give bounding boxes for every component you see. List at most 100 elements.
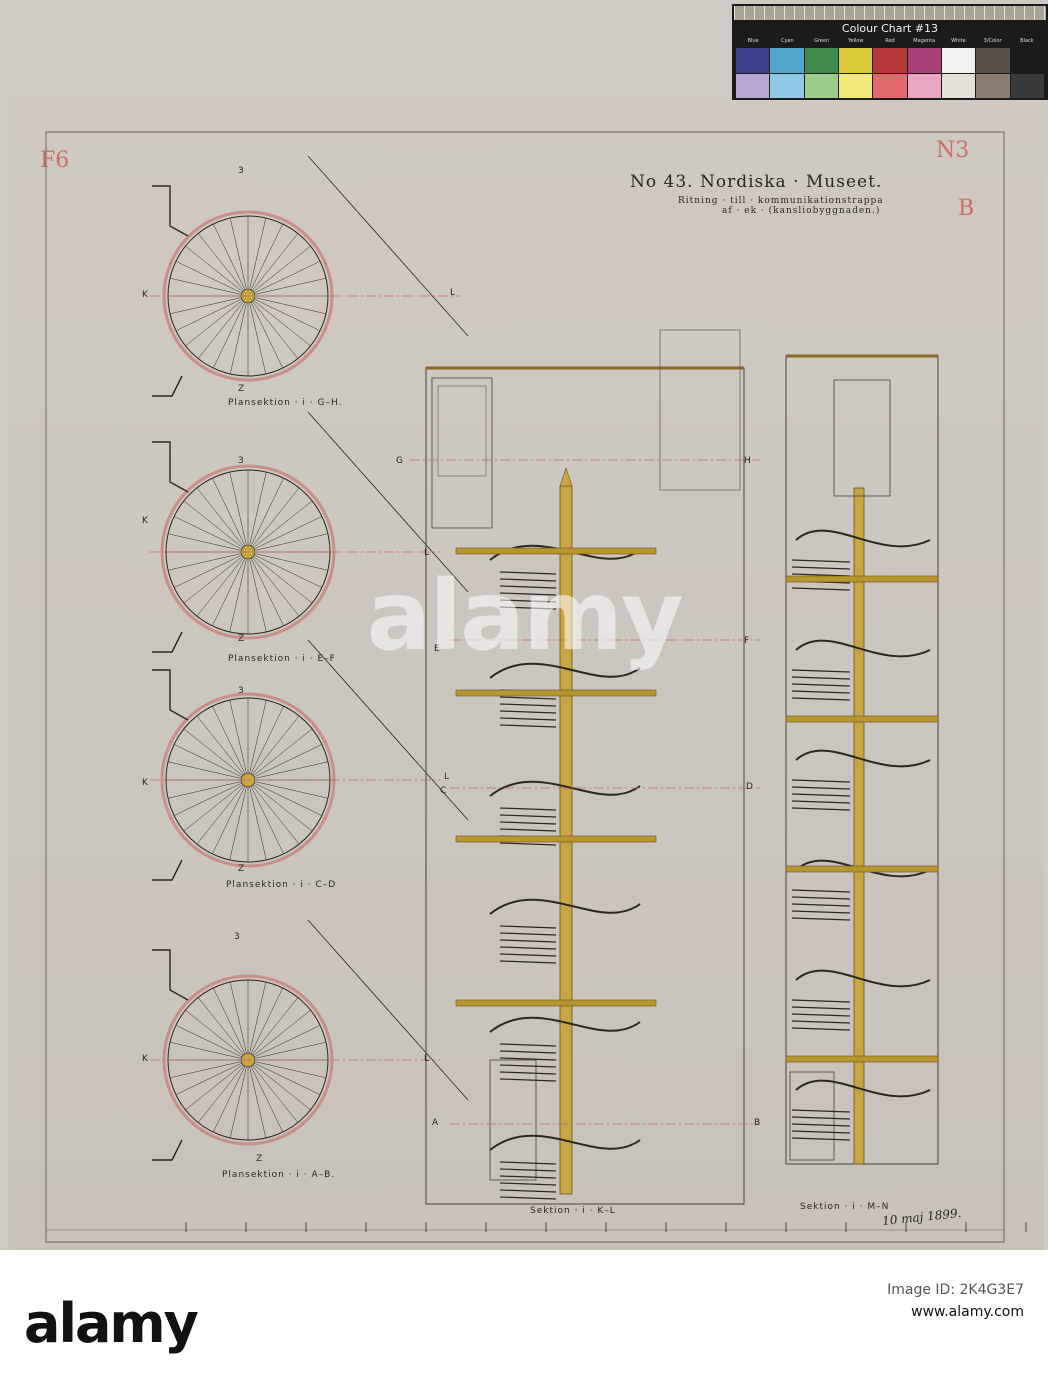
handrail-mn bbox=[795, 969, 931, 988]
stair-tread-mn bbox=[791, 587, 851, 591]
stair-tread-mn bbox=[791, 889, 851, 893]
section-label-kl: Sektion · i · K–L bbox=[530, 1206, 616, 1216]
door-upper-kl bbox=[431, 377, 493, 529]
drawing-subtitle: Ritning · till · kommunikationstrappa bbox=[678, 196, 884, 206]
stair-tread-mn bbox=[791, 999, 851, 1003]
letter-b: B bbox=[754, 1118, 762, 1128]
plan-tread-line bbox=[175, 1025, 241, 1057]
stair-tread-kl bbox=[499, 578, 557, 582]
sheet-border bbox=[45, 131, 1005, 1243]
handrail-kl bbox=[489, 780, 641, 797]
plan-tread-line bbox=[254, 784, 313, 832]
stair-tread-mn bbox=[791, 793, 851, 797]
plan-tread-line bbox=[252, 715, 300, 774]
colour-swatch bbox=[907, 73, 941, 98]
plan-diagonal bbox=[307, 155, 469, 337]
stair-tread-mn bbox=[791, 917, 851, 921]
floor-beam-kl bbox=[455, 689, 657, 697]
stamp-right-b: B bbox=[958, 196, 975, 221]
plan-tread-line bbox=[197, 997, 244, 1054]
colour-swatch bbox=[1010, 73, 1044, 98]
stair-tread-mn bbox=[791, 1116, 851, 1120]
title-block: No 43. Nordiska · Museet. Ritning · till… bbox=[630, 172, 950, 216]
chart-labels: Blue Cyan Green Yellow Red Magenta White… bbox=[736, 38, 1044, 46]
plan-tread-line bbox=[168, 553, 241, 571]
stair-tread-kl bbox=[499, 842, 557, 846]
stamp-left: F6 bbox=[40, 148, 70, 173]
stair-tread-mn bbox=[791, 800, 851, 804]
plan-tread-line bbox=[196, 558, 244, 617]
stair-tread-mn bbox=[791, 690, 851, 694]
door-mn bbox=[789, 1071, 835, 1161]
stair-tread-mn bbox=[791, 566, 851, 570]
letter-k: K bbox=[142, 1054, 149, 1064]
letter-z: Z bbox=[238, 634, 246, 644]
stair-tread-kl bbox=[499, 1078, 557, 1082]
plan-tread-line bbox=[174, 555, 241, 588]
letter-e: E bbox=[434, 644, 441, 654]
floor-beams-kl bbox=[455, 547, 657, 1007]
plan-tread-line bbox=[251, 706, 284, 773]
plan-tread-line bbox=[255, 1063, 321, 1095]
plan-tread-line bbox=[197, 1066, 244, 1123]
plan-tread-line bbox=[252, 487, 300, 546]
plan-tread-line bbox=[175, 1063, 241, 1095]
stair-tread-kl bbox=[499, 592, 557, 596]
stair-tread-kl bbox=[499, 1189, 557, 1193]
plan-tread-line bbox=[254, 556, 313, 604]
plan-wall bbox=[152, 669, 189, 881]
letter-h: H bbox=[744, 456, 752, 466]
plan-tread-line bbox=[196, 487, 244, 546]
plan-tread-line bbox=[174, 744, 241, 777]
section-label-mn: Sektion · i · M–N bbox=[800, 1202, 890, 1212]
plan-tread-line bbox=[169, 277, 241, 295]
colour-swatch bbox=[770, 48, 804, 73]
stair-tread-kl bbox=[499, 821, 557, 825]
section-kl bbox=[425, 329, 745, 1205]
stair-tread-mn bbox=[791, 683, 851, 687]
floor-beam-mn bbox=[785, 575, 939, 583]
chart-label: Magenta bbox=[913, 38, 936, 44]
stock-footer: alamy Image ID: 2K4G3E7 www.alamy.com bbox=[0, 1250, 1048, 1390]
plan-tread-line bbox=[196, 715, 244, 774]
letter-d: D bbox=[746, 782, 754, 792]
footer-logo: alamy bbox=[24, 1292, 199, 1355]
stair-tread-mn bbox=[791, 669, 851, 673]
letter-k: K bbox=[142, 290, 149, 300]
plan-tread-line bbox=[249, 217, 267, 289]
stair-tread-kl bbox=[499, 724, 557, 728]
plan-tread-line bbox=[249, 700, 267, 773]
plan-tread-line bbox=[212, 478, 245, 545]
stair-tread-mn bbox=[791, 1123, 851, 1127]
letter-c: C bbox=[440, 786, 448, 796]
plan-tread-line bbox=[229, 303, 247, 375]
plan-tread-line bbox=[174, 783, 241, 816]
plan-diagonal bbox=[307, 639, 469, 821]
stair-flights-mn bbox=[791, 529, 931, 1141]
stair-tread-mn bbox=[791, 1020, 851, 1024]
site-url: www.alamy.com bbox=[911, 1304, 1024, 1320]
plan-tread-line bbox=[252, 786, 300, 845]
chart-label: Blue bbox=[747, 38, 759, 44]
plan-tread-line bbox=[255, 261, 321, 293]
section-mn bbox=[785, 354, 939, 1165]
letter-l: L bbox=[424, 1054, 431, 1064]
stair-tread-kl bbox=[499, 960, 557, 964]
chart-label: White bbox=[951, 38, 966, 44]
stair-tread-kl bbox=[499, 571, 557, 575]
plan-tread-line bbox=[249, 981, 267, 1053]
letter-3: 3 bbox=[234, 932, 241, 942]
stair-tread-mn bbox=[791, 573, 851, 577]
letter-z: Z bbox=[256, 1154, 264, 1164]
plan-tread-line bbox=[249, 787, 267, 860]
plan-tread-line bbox=[212, 706, 245, 773]
stair-tread-mn bbox=[791, 676, 851, 680]
plan-tread-line bbox=[254, 1009, 311, 1056]
plan-tread-line bbox=[212, 787, 245, 854]
plan-label-ef: Plansektion · i · E–F bbox=[228, 654, 336, 664]
stair-tread-kl bbox=[499, 946, 557, 950]
photograph: Colour Chart #13 Blue Cyan Green Yellow … bbox=[0, 0, 1048, 1250]
handrail-kl bbox=[489, 1134, 641, 1151]
chart-ruler bbox=[734, 6, 1046, 20]
stair-tread-mn bbox=[791, 779, 851, 783]
